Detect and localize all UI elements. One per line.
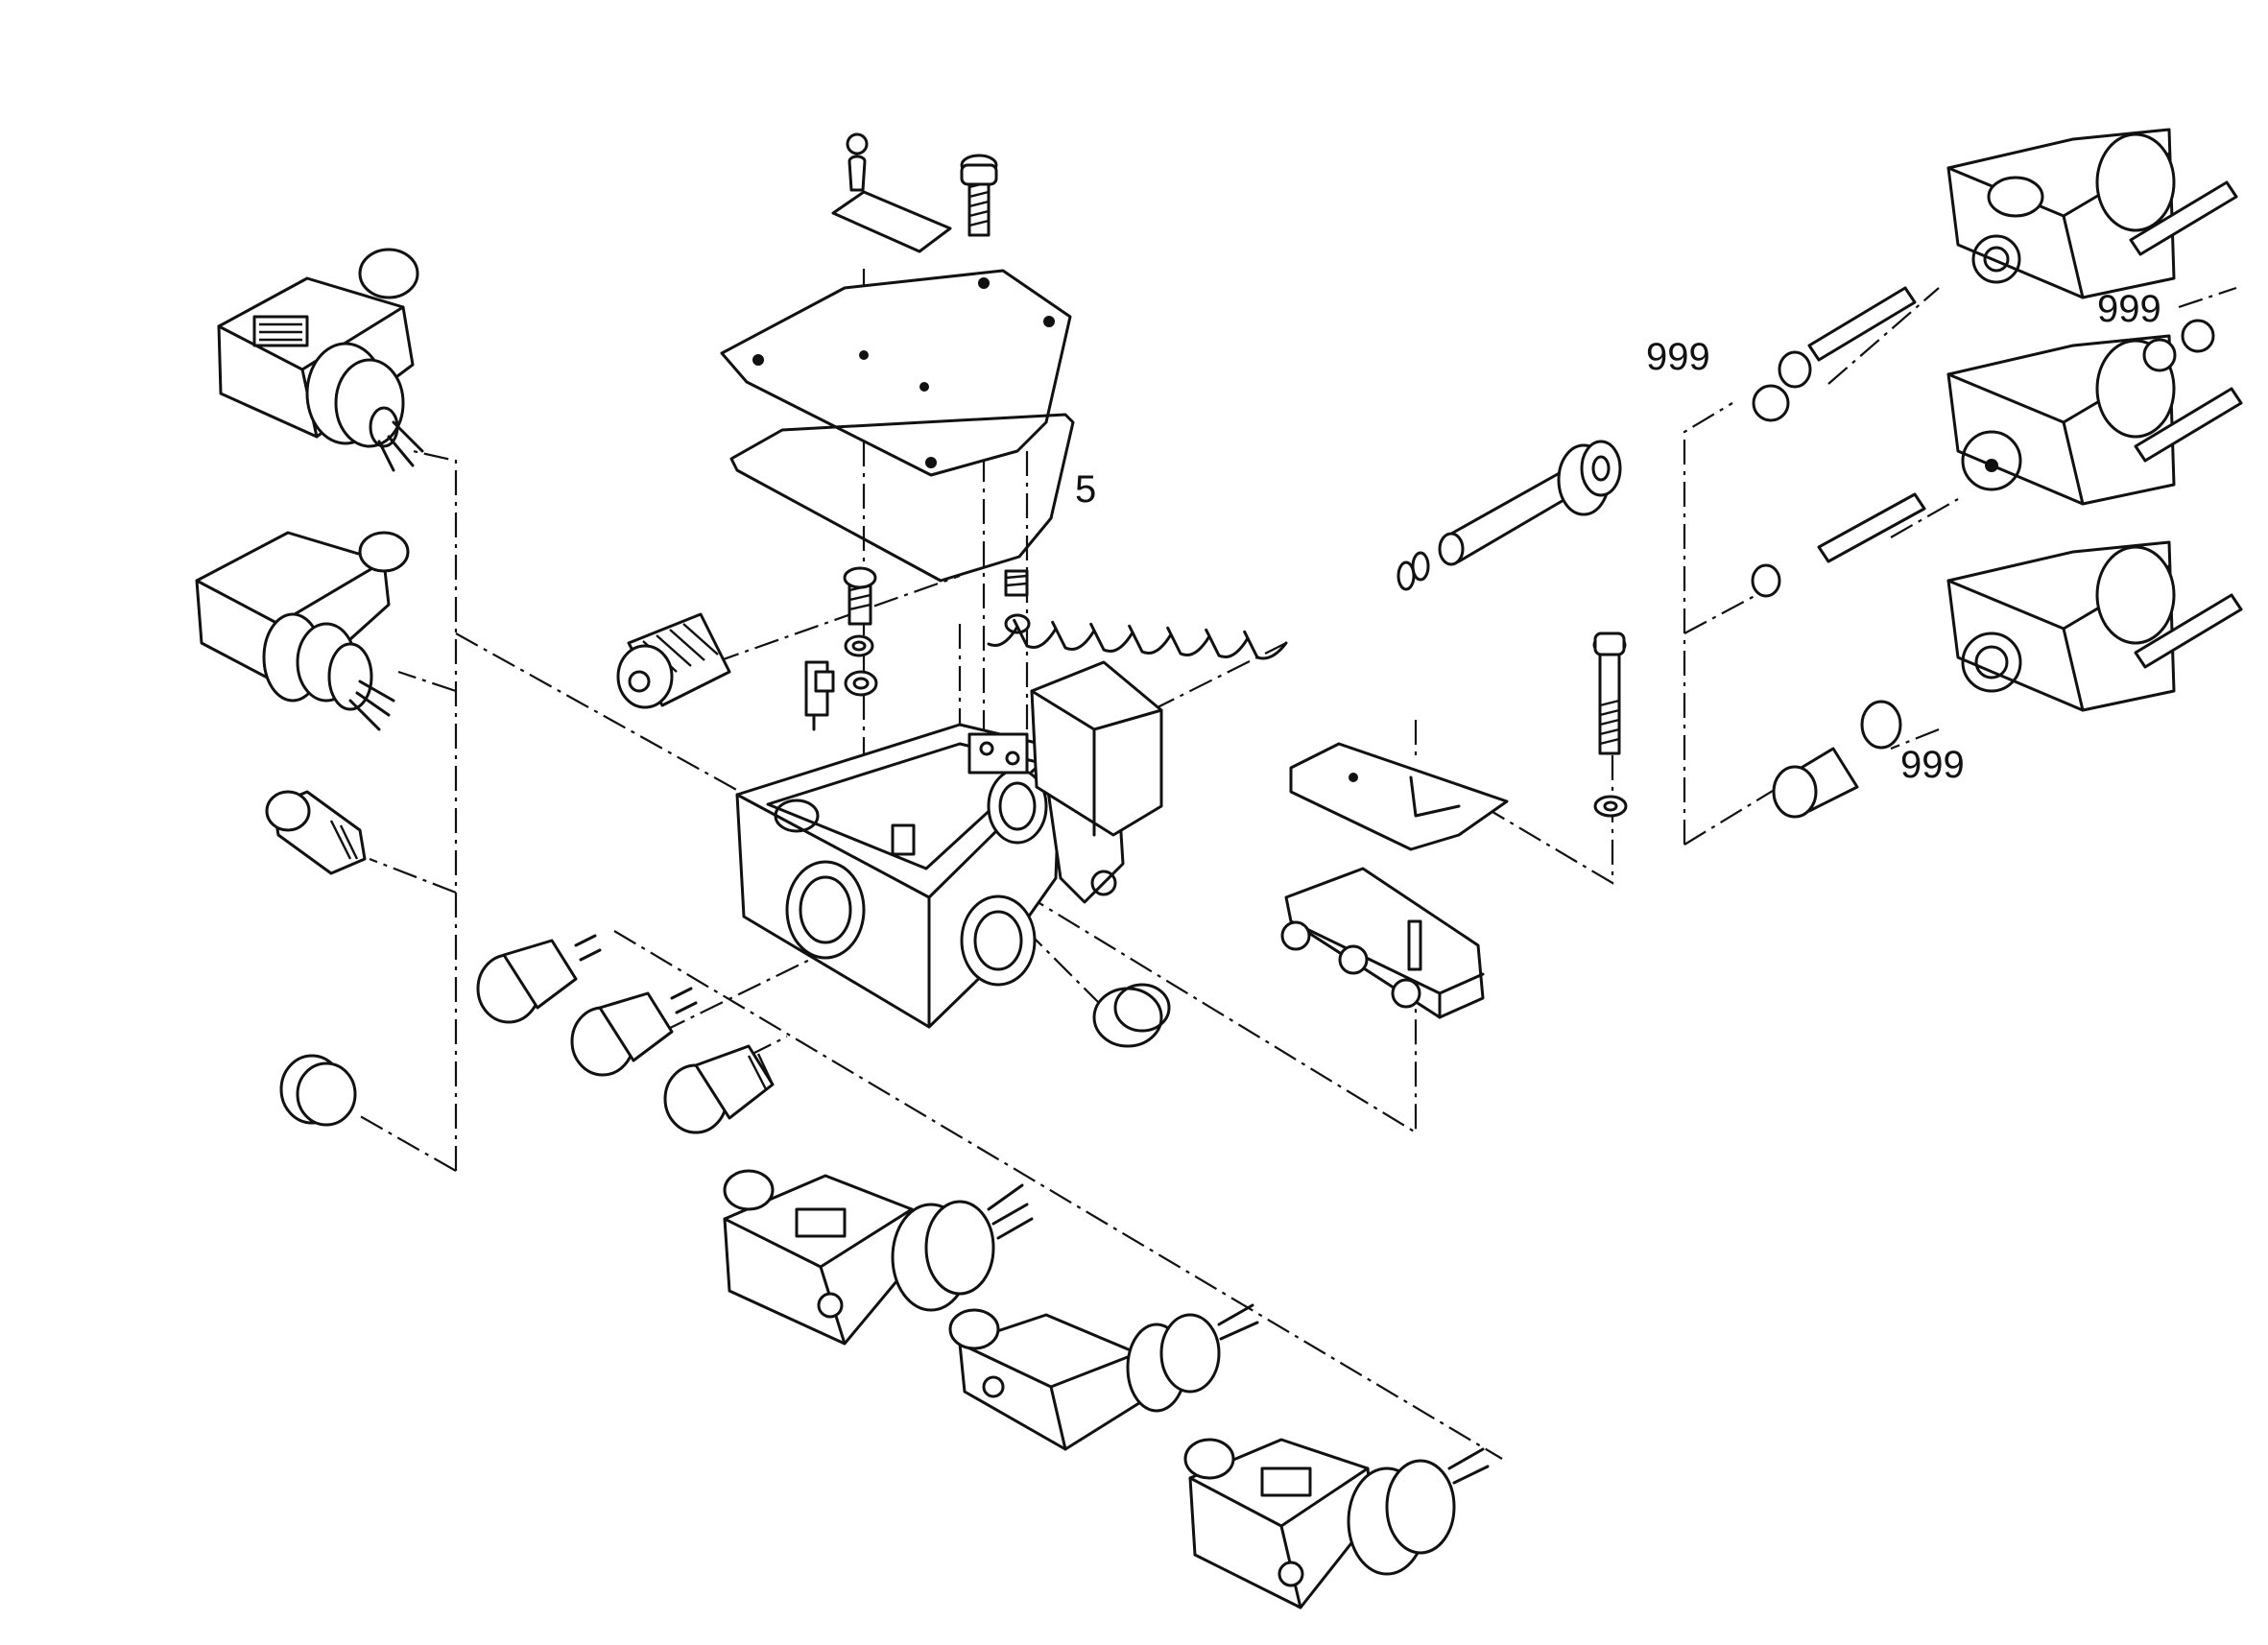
callout-999-top-left: 999 xyxy=(1646,336,1710,378)
callout-999-bottom: 999 xyxy=(1900,744,1965,786)
indicator-lamp-2 xyxy=(570,987,698,1077)
micro-switch-small xyxy=(804,660,835,731)
switch-cover-plate xyxy=(1289,742,1509,851)
label-plate xyxy=(831,132,952,253)
right-studs-and-bolts xyxy=(1751,180,2243,819)
connector-top-left xyxy=(217,248,424,472)
cylinder-block-top xyxy=(1946,128,2176,299)
large-threaded-plug xyxy=(616,612,731,709)
housing-body xyxy=(735,723,1062,1029)
callout-5: 5 xyxy=(1075,468,1096,511)
blind-plug-left xyxy=(279,1054,357,1127)
cylinder-block-bottom xyxy=(1946,540,2176,712)
cylinder-block-mid xyxy=(1946,334,2176,506)
limit-switch xyxy=(1280,867,1485,1019)
cap-plug xyxy=(1092,983,1171,1048)
cover-gasket xyxy=(729,413,1075,583)
cover-plate xyxy=(720,269,1072,477)
connector-bottom-3 xyxy=(1183,1438,1490,1609)
callout-labels: 5 999 999 999 xyxy=(1075,288,2161,786)
connector-bottom-2 xyxy=(948,1303,1259,1451)
grub-screw xyxy=(1004,569,1031,634)
cover-screw xyxy=(960,154,998,237)
connector-mid-left xyxy=(195,531,410,731)
side-block xyxy=(1030,660,1163,837)
plunger-collar xyxy=(1557,440,1622,516)
connector-bottom-1 xyxy=(723,1169,1034,1346)
hex-plug xyxy=(663,1044,775,1134)
callout-999-top-right: 999 xyxy=(2097,288,2161,330)
long-bolt xyxy=(1592,632,1628,818)
screw-with-washers xyxy=(843,566,878,697)
indicator-lamp-1 xyxy=(476,934,602,1024)
return-spring xyxy=(987,551,1430,660)
nipple-fitting xyxy=(265,790,367,875)
leader-lines xyxy=(354,269,2237,1460)
